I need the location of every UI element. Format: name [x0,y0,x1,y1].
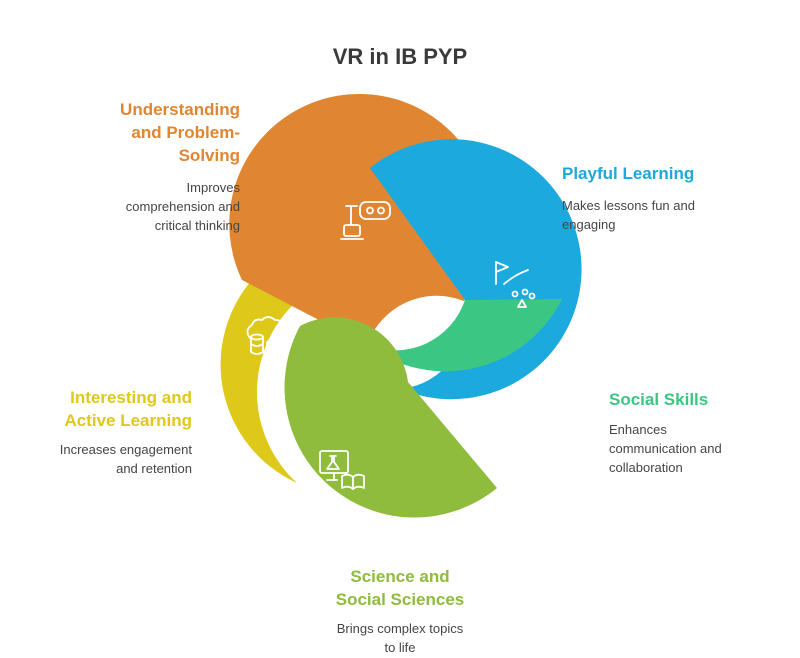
item-description-playful-learning: Makes lessons fun and engaging [562,198,695,232]
people-group-icon [481,411,523,454]
diagram-title: VR in IB PYP [332,44,468,69]
database-cloud-icon [246,316,288,363]
science-book-icon [319,450,365,490]
item-description-interesting: Increases engagement and retention [59,442,192,476]
item-description-understanding: Improves comprehension and critical thin… [125,180,240,233]
item-description-science: Brings complex topics to life [336,621,464,655]
item-title-understanding: Understanding and Problem- Solving [120,100,240,165]
item-title-science: Science and Social Sciences [335,567,465,609]
item-title-interesting: Interesting and Active Learning [64,388,192,430]
vr-headset-icon [340,201,391,240]
game-path-icon [495,261,536,308]
petal-social-skills [367,299,562,372]
item-description-social-skills: Enhances communication and collaboration [609,422,722,475]
item-title-social-skills: Social Skills [609,390,709,409]
item-title-playful-learning: Playful Learning [562,164,695,183]
